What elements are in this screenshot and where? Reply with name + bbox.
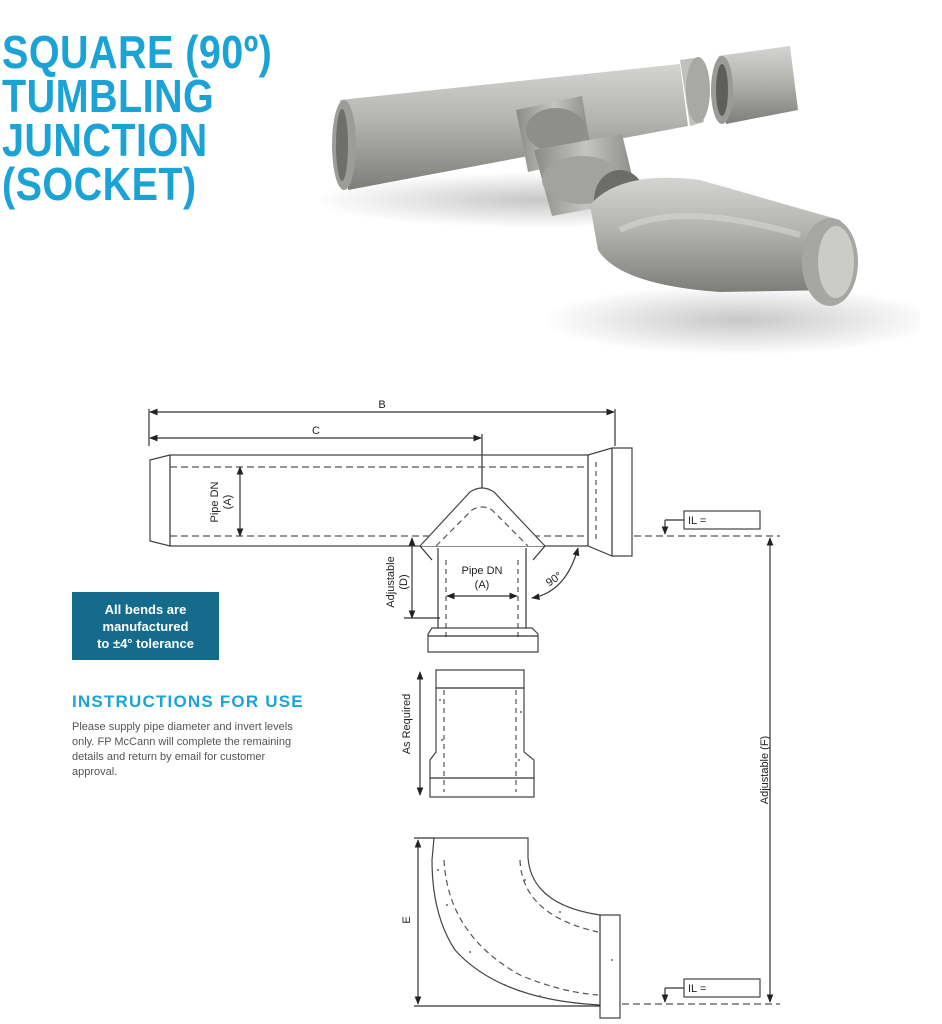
il-top-label: IL =	[688, 515, 706, 527]
il-bottom-box	[683, 978, 761, 998]
adjustable-d-sub: (D)	[398, 574, 410, 589]
title-line-3: JUNCTION	[2, 114, 208, 166]
product-render	[320, 46, 920, 355]
title-line-2: TUMBLING	[2, 70, 215, 122]
il-top-box	[683, 510, 761, 530]
pipe-dn-branch-label: Pipe DN	[462, 565, 503, 577]
angle-arc	[531, 547, 580, 600]
dim-e-label: E	[401, 916, 413, 923]
il-bottom-label: IL =	[688, 983, 706, 995]
tolerance-line-2: manufactured	[102, 618, 189, 634]
dim-c-label: C	[312, 425, 320, 437]
instructions-heading: INSTRUCTIONS FOR USE	[72, 692, 304, 711]
instructions-body: Please supply pipe diameter and invert l…	[72, 721, 293, 778]
tolerance-note: All bends are manufactured to ±4° tolera…	[72, 592, 219, 660]
product-title: SQUARE (90º) TUMBLING JUNCTION (SOCKET)	[2, 26, 273, 210]
as-required-label: As Required	[401, 694, 413, 755]
title-line-1: SQUARE (90º)	[2, 26, 273, 78]
pipe-dn-branch-a: (A)	[475, 579, 490, 591]
adjustable-f-label: Adjustable (F)	[759, 736, 771, 804]
dim-b-label: B	[378, 399, 385, 411]
angle-label: 90°	[544, 570, 565, 589]
title-line-4: (SOCKET)	[2, 158, 197, 210]
adjustable-d-label: Adjustable	[385, 556, 397, 607]
tolerance-line-3: to ±4° tolerance	[97, 635, 194, 651]
pipe-dn-main-label: Pipe DN	[209, 481, 221, 522]
tolerance-line-1: All bends are	[104, 601, 187, 617]
pipe-dn-main-a: (A)	[222, 495, 234, 510]
